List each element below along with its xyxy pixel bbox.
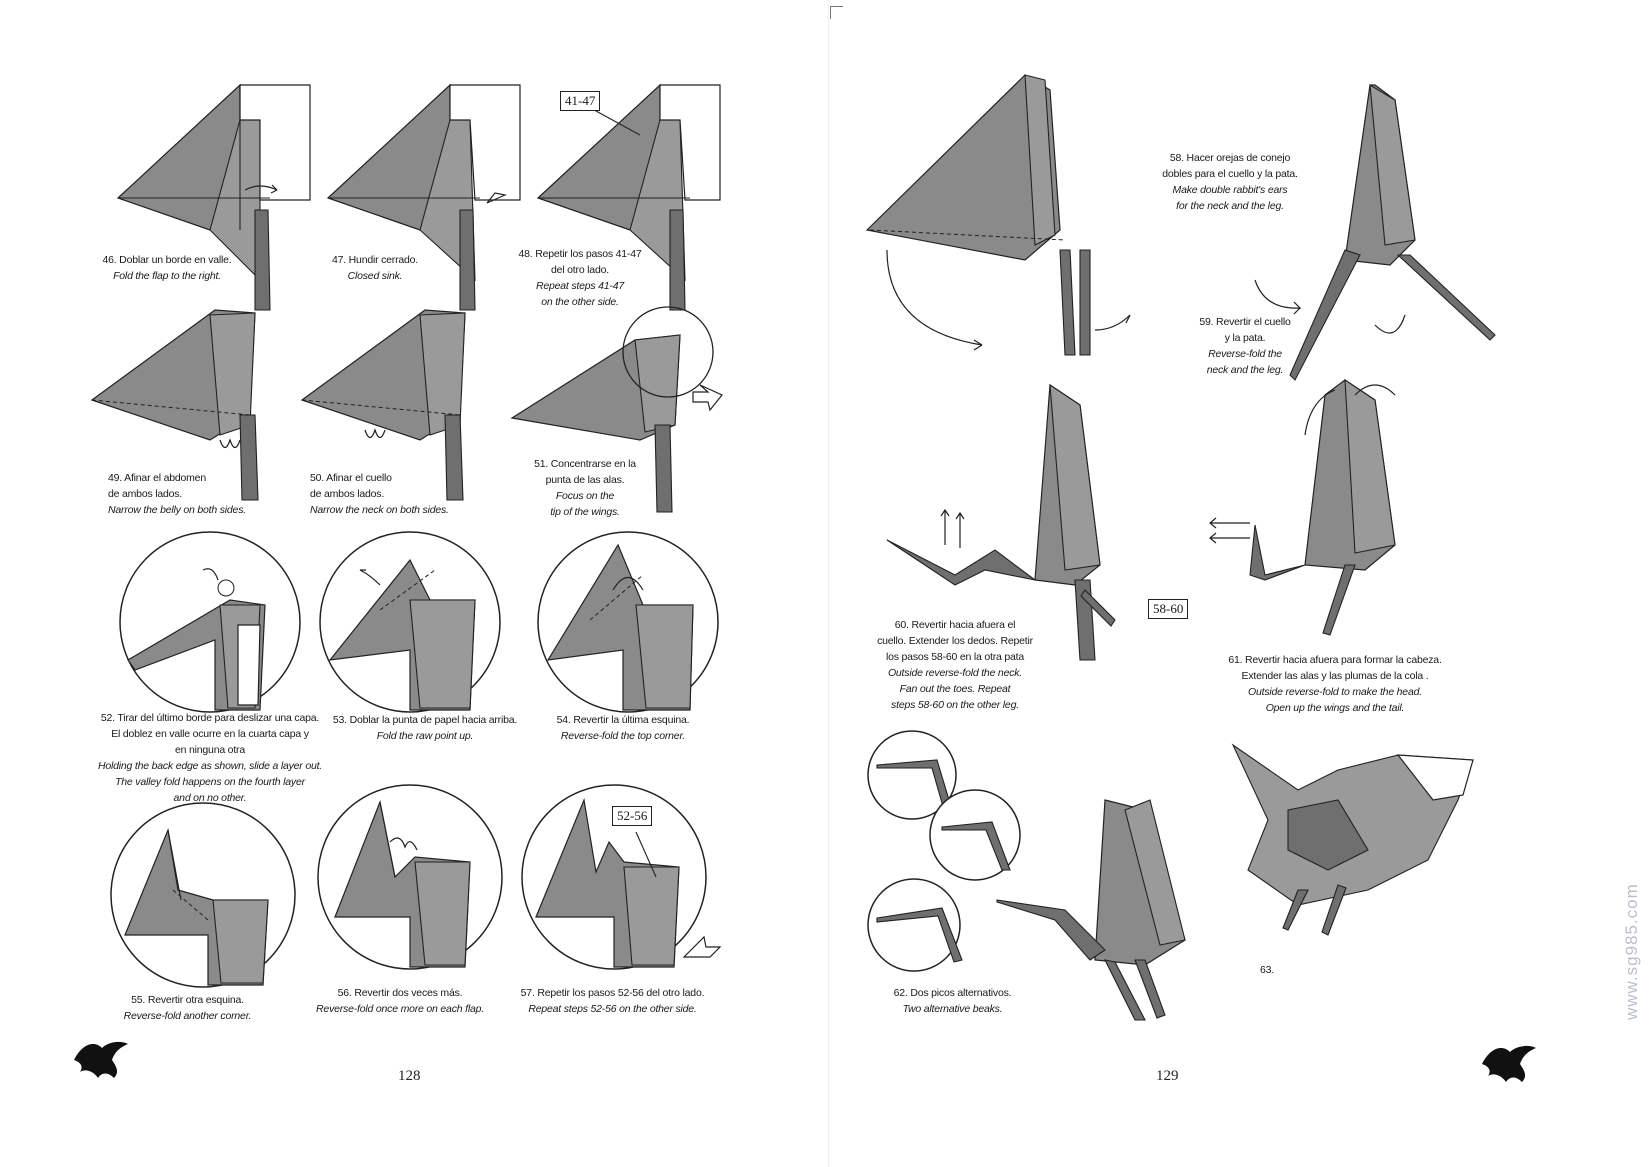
- right-page-number: 129: [1156, 1068, 1179, 1084]
- step-60-caption: 60. Revertir hacia afuera el cuello. Ext…: [877, 619, 1033, 711]
- step-53-diagram: [310, 530, 510, 715]
- heron-walking-figure: [995, 790, 1225, 1030]
- step-61-diagram: [1205, 375, 1465, 650]
- step-54-caption: 54. Revertir la última esquina. Reverse-…: [556, 714, 690, 742]
- step-58-caption: 58. Hacer orejas de conejo dobles para e…: [1162, 152, 1298, 212]
- crop-mark: [830, 6, 843, 19]
- step-49-caption: 49. Afinar el abdomen de ambos lados. Na…: [108, 472, 246, 516]
- eagle-logo-icon: [72, 1038, 130, 1082]
- step-47-caption: 47. Hundir cerrado. Closed sink.: [331, 254, 419, 282]
- step-59-diagram: [1250, 80, 1500, 390]
- step-58-diagram: [865, 70, 1155, 360]
- step-47-diagram: [320, 80, 530, 311]
- step-62-diagram: [862, 730, 1032, 990]
- step-49-diagram: [90, 305, 300, 505]
- step-48-ref-box: 41-47: [560, 91, 601, 111]
- step-48-diagram: [530, 80, 740, 311]
- step-52-caption: 52. Tirar del último borde para deslizar…: [97, 712, 323, 804]
- step-55-diagram: [103, 800, 303, 990]
- step-51-diagram: [510, 300, 730, 515]
- step-53-caption: 53. Doblar la punta de papel hacia arrib…: [332, 714, 518, 742]
- site-watermark: www.sg985.com: [1622, 883, 1641, 1020]
- step-60-ref-box: 58-60: [1148, 599, 1189, 619]
- step-48-caption: 48. Repetir los pasos 41-47 del otro lad…: [518, 248, 642, 308]
- step-52-diagram: [110, 530, 310, 715]
- step-57-ref-box: 52-56: [612, 806, 653, 826]
- step-63-eagle-figure: [1228, 740, 1488, 960]
- left-page-number: 128: [398, 1068, 421, 1084]
- step-51-caption: 51. Concentrarse en la punta de las alas…: [534, 458, 636, 518]
- step-63-caption: 63.: [1260, 964, 1274, 976]
- step-50-caption: 50. Afinar el cuello de ambos lados. Nar…: [310, 472, 449, 516]
- step-56-caption: 56. Revertir dos veces más. Reverse-fold…: [316, 987, 484, 1015]
- step-62-caption: 62. Dos picos alternativos. Two alternat…: [893, 987, 1012, 1015]
- step-46-diagram: [110, 80, 320, 311]
- step-56-diagram: [310, 782, 510, 972]
- step-50-diagram: [300, 305, 510, 505]
- step-46-caption: 46. Doblar un borde en valle. Fold the f…: [102, 254, 232, 282]
- book-gutter: [828, 0, 829, 1167]
- step-60-diagram: [885, 380, 1205, 670]
- step-57-diagram: [514, 782, 729, 972]
- step-59-caption: 59. Revertir el cuello y la pata. Revers…: [1199, 316, 1291, 376]
- eagle-logo-icon: [1480, 1042, 1538, 1086]
- step-61-caption: 61. Revertir hacia afuera para formar la…: [1228, 654, 1442, 714]
- step-54-diagram: [528, 530, 728, 715]
- step-57-caption: 57. Repetir los pasos 52-56 del otro lad…: [520, 987, 705, 1015]
- step-55-caption: 55. Revertir otra esquina. Reverse-fold …: [123, 994, 252, 1022]
